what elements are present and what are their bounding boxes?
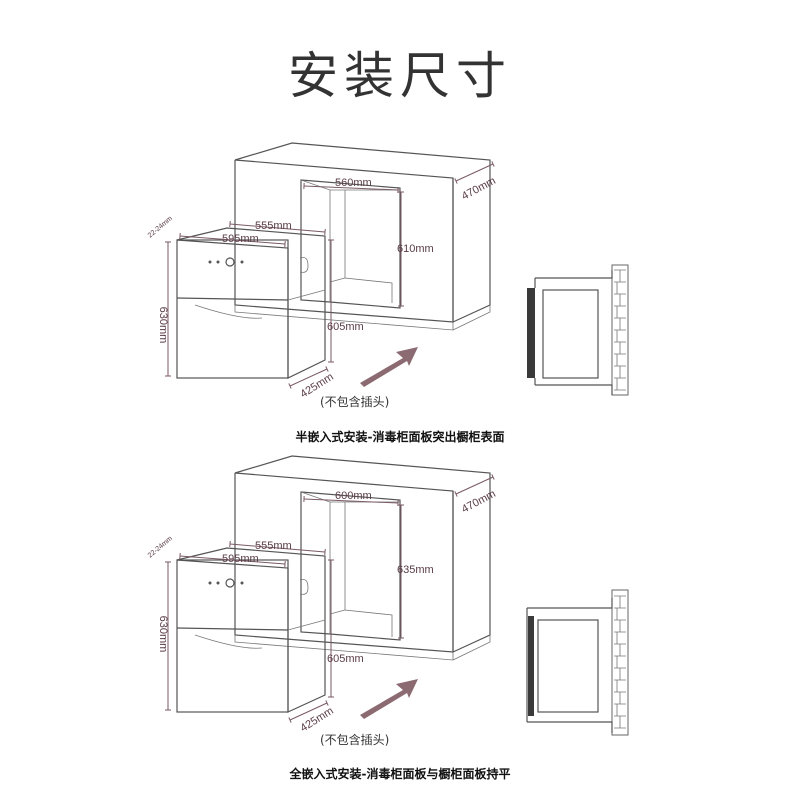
opening-depth-label: 605mm [327,321,364,333]
cabinet-depth-label: 470mm [460,175,498,203]
opening-width-label: 560mm [335,177,372,189]
opening-height-label: 635mm [397,564,434,576]
unit-body-width-label: 555mm [255,220,292,232]
panel-thickness-label: 22-24mm [147,215,174,239]
plug-note: (不包含插头) [320,394,389,409]
opening-width-label: 600mm [335,490,372,502]
insert-arrow-icon [360,347,418,387]
caption-half-embedded: 半嵌入式安装-消毒柜面板突出橱柜表面 [296,429,505,444]
unit-height-label: 630mm [157,307,169,344]
caption-full-embedded: 全嵌入式安装-消毒柜面板与橱柜面板持平 [289,766,511,781]
cabinet-1 [234,142,491,331]
unit-front-width-label: 595mm [222,553,259,565]
side-view-1 [527,264,629,396]
unit-body-width-label: 555mm [255,540,292,552]
power-knob-icon [225,257,235,267]
unit-depth-label: 425mm [298,705,335,735]
panel-thickness-label: 22-24mm [147,535,174,559]
page-title: 安装尺寸 [288,47,512,105]
power-knob-icon [225,578,235,588]
plug-note: (不包含插头) [320,732,389,747]
opening-depth-label: 605mm [327,653,364,665]
disinfection-unit-1 [176,227,326,379]
side-view-2 [526,589,629,736]
cabinet-depth-label: 470mm [460,488,498,516]
section-full-embedded: 600mm 635mm 470mm 555mm 595mm 630mm 605m… [147,455,629,781]
insert-arrow-icon [360,679,418,719]
section-half-embedded: 560mm 610mm 470mm 555mm 595mm 630mm 605m… [147,142,629,444]
unit-front-width-label: 595mm [222,233,259,245]
disinfection-unit-2 [176,547,326,713]
unit-height-label: 630mm [157,616,169,653]
opening-height-label: 610mm [397,243,434,255]
